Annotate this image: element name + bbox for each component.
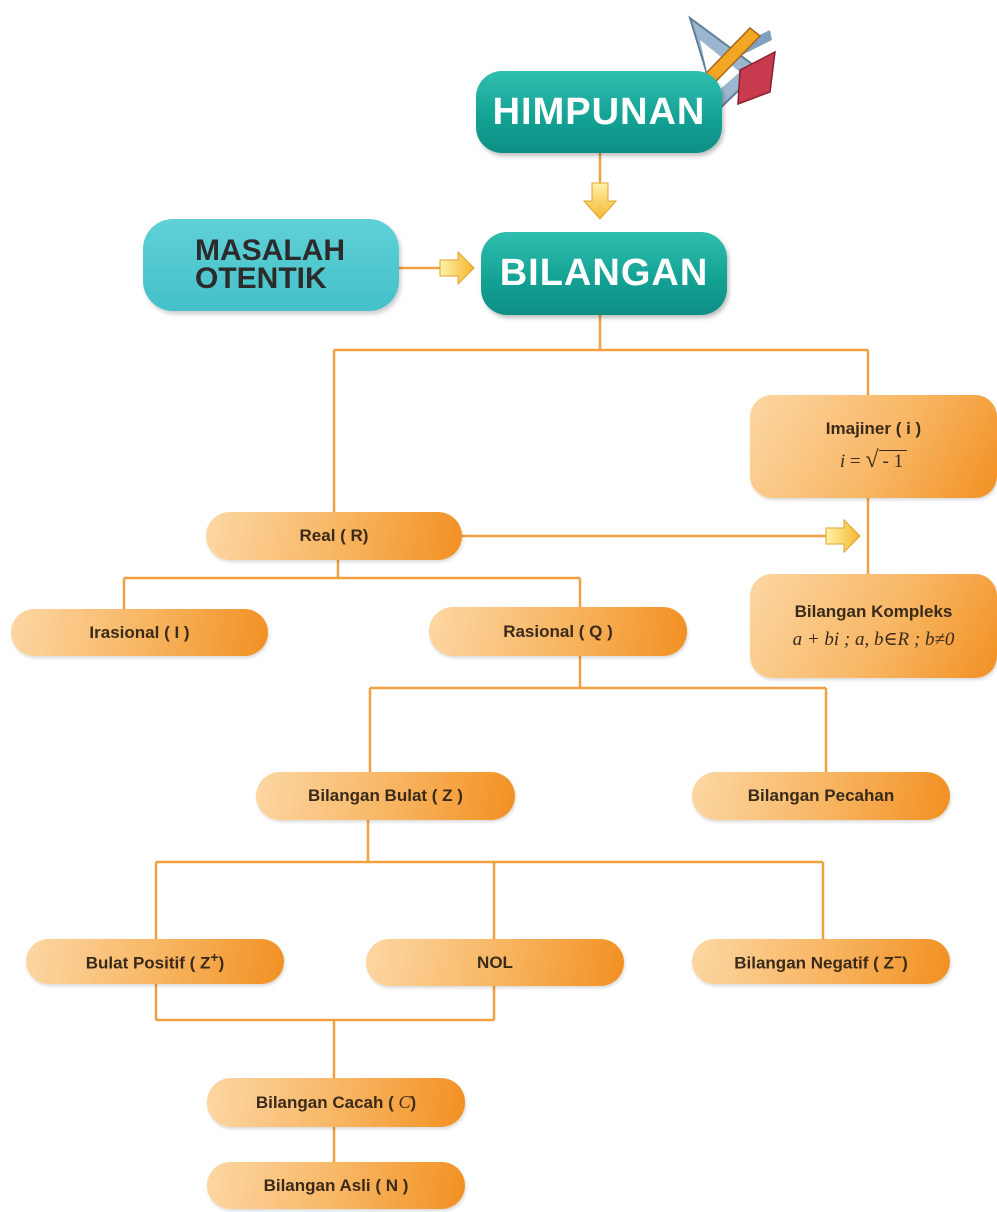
arrow-right-icon [825, 518, 861, 554]
bilangan-kompleks-node: Bilangan Kompleks a + bi ; a, b∈R ; b≠0 [750, 574, 997, 678]
bilangan-negatif-node: Bilangan Negatif ( Z−) [692, 939, 950, 984]
arrow-down-icon [582, 182, 618, 220]
bilangan-label: BILANGAN [499, 252, 709, 294]
kompleks-title: Bilangan Kompleks [794, 601, 953, 621]
bilangan-cacah-node: Bilangan Cacah ( C) [207, 1078, 465, 1127]
nol-node: NOL [366, 939, 624, 986]
otentik-label: OTENTIK [195, 262, 327, 295]
himpunan-label: HIMPUNAN [492, 90, 706, 133]
masalah-otentik-node: MASALAH OTENTIK [143, 219, 399, 311]
irasional-node: Irasional ( I ) [11, 609, 268, 656]
real-label: Real ( R) [299, 526, 369, 545]
bulat-label: Bilangan Bulat ( Z ) [308, 786, 463, 805]
nol-label: NOL [477, 952, 513, 972]
irasional-label: Irasional ( I ) [89, 622, 190, 642]
rasional-node: Rasional ( Q ) [429, 607, 687, 656]
cacah-label: Bilangan Cacah ( C) [255, 1092, 417, 1112]
asli-label: Bilangan Asli ( N ) [263, 1175, 409, 1195]
real-node: Real ( R) [206, 512, 462, 560]
pecahan-label: Bilangan Pecahan [747, 786, 895, 805]
bulat-positif-label: Bulat Positif ( Z+) [85, 949, 225, 973]
kompleks-formula: a + bi ; a, b∈R ; b≠0 [792, 628, 955, 650]
rasional-label: Rasional ( Q ) [503, 621, 613, 641]
imajiner-title: Imajiner ( i ) [825, 419, 922, 438]
bilangan-bulat-node: Bilangan Bulat ( Z ) [256, 772, 515, 820]
bilangan-node: BILANGAN [481, 232, 727, 315]
imajiner-node: Imajiner ( i ) i = √- 1 [750, 395, 997, 498]
negatif-label: Bilangan Negatif ( Z−) [734, 949, 908, 973]
bilangan-pecahan-node: Bilangan Pecahan [692, 772, 950, 820]
arrow-right-icon [439, 250, 475, 286]
imajiner-formula: i = √- 1 [840, 447, 908, 474]
masalah-label: MASALAH [195, 234, 345, 267]
bilangan-asli-node: Bilangan Asli ( N ) [207, 1162, 465, 1209]
bulat-positif-node: Bulat Positif ( Z+) [26, 939, 284, 984]
himpunan-node: HIMPUNAN [476, 71, 722, 153]
